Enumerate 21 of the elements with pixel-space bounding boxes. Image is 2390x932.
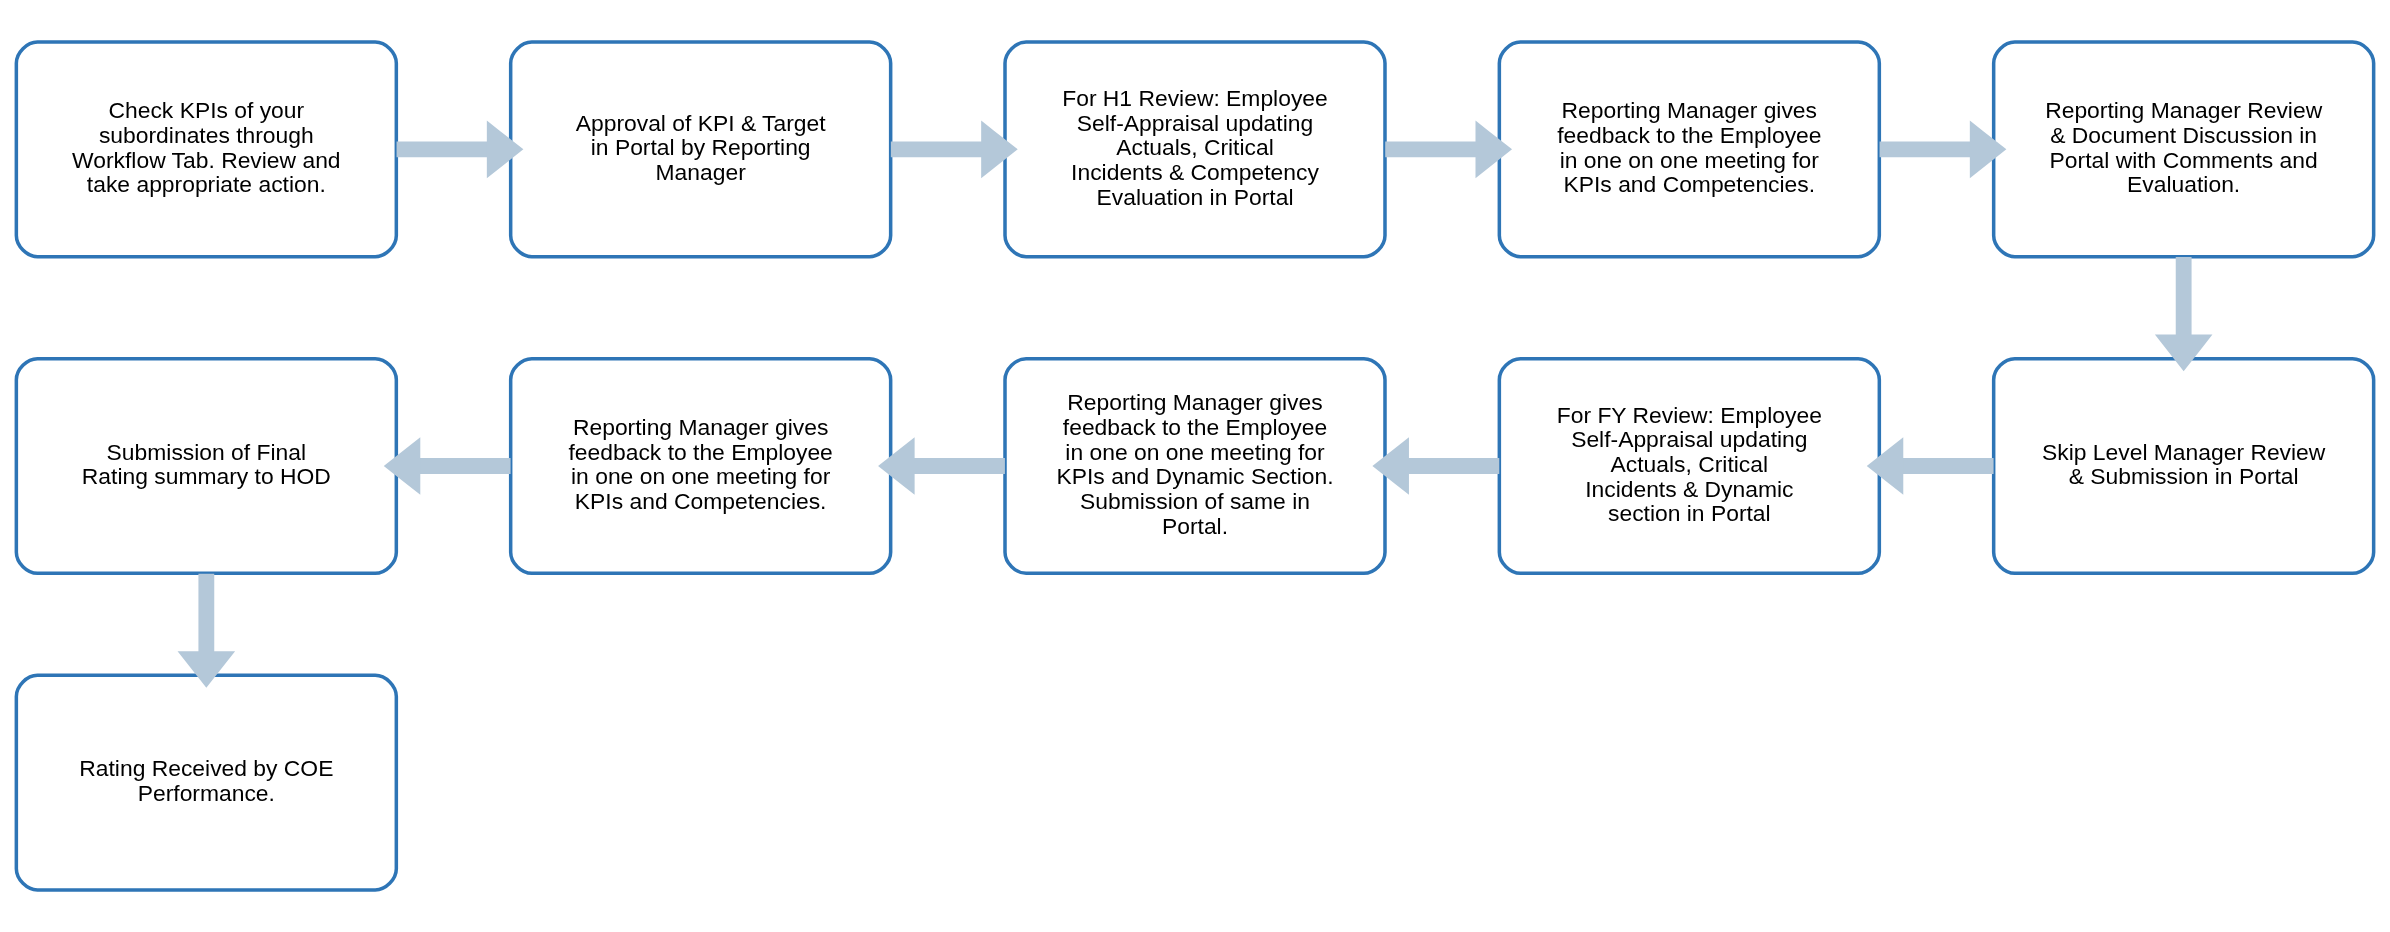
node-box: Reporting Manager gives feedback to the Employee in one on one meeting for KPIs and Dynamic Section. Submission of same in Portal. xyxy=(1003,356,1387,576)
arrow xyxy=(383,437,511,495)
arrow xyxy=(1866,437,1994,495)
node-box: Reporting Manager Review & Document Discussion in Portal with Comments and Evaluation. xyxy=(1991,40,2376,259)
node-box: Reporting Manager gives feedback to the Employee in one on one meeting for KPIs and Competencies. xyxy=(1497,40,1882,259)
arrow xyxy=(878,437,1005,495)
node-box: Submission of Final Rating summary to HOD xyxy=(14,356,399,576)
node-box: Approval of KPI & Target in Portal by Reporting Manager xyxy=(508,40,893,259)
node-box: For FY Review: Employee Self-Appraisal updating Actuals, Critical Incidents & Dynamic section in Portal xyxy=(1497,356,1882,576)
arrow xyxy=(396,120,524,179)
node-box: For H1 Review: Employee Self-Appraisal updating Actuals, Critical Incidents & Competency Evaluation in Portal xyxy=(1003,40,1387,259)
node-box: Skip Level Manager Review & Submission in Portal xyxy=(1991,356,2376,576)
arrow xyxy=(890,120,1018,179)
arrow xyxy=(1372,437,1500,495)
node-box: Reporting Manager gives feedback to the Employee in one on one meeting for KPIs and Competencies. xyxy=(508,356,893,576)
node-box: Rating Received by COE Performance. xyxy=(14,673,399,892)
arrow xyxy=(1385,120,1513,179)
arrow xyxy=(2154,257,2213,372)
arrow xyxy=(1879,120,2007,179)
node-box: Check KPIs of your subordinates through Workflow Tab. Review and take appropriate action. xyxy=(14,40,399,259)
arrow xyxy=(177,573,236,688)
